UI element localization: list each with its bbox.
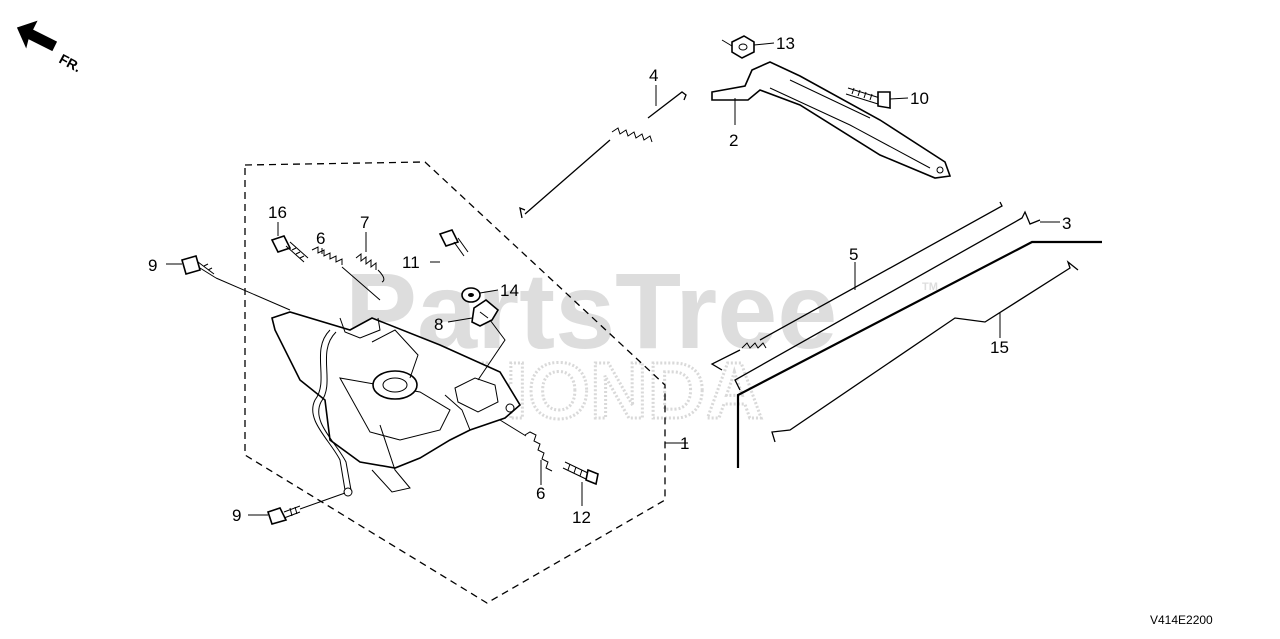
callout-6-upper: 6 — [316, 229, 325, 248]
leader-lines — [166, 42, 1060, 516]
callout-13: 13 — [776, 34, 795, 53]
callout-10: 10 — [910, 89, 929, 108]
direction-label: FR. — [57, 51, 84, 76]
callout-9-upper: 9 — [148, 256, 157, 275]
part-16-bolt — [270, 235, 309, 263]
callout-3: 3 — [1062, 214, 1071, 233]
watermark-maker-text: HONDA — [470, 346, 763, 435]
callout-15: 15 — [990, 338, 1009, 357]
callout-5: 5 — [849, 245, 858, 264]
part-7-spring — [355, 252, 385, 283]
watermark-trademark-text: TM — [922, 281, 938, 293]
callout-9-lower: 9 — [232, 506, 241, 525]
callout-1: 1 — [680, 434, 689, 453]
callout-4: 4 — [649, 66, 658, 85]
part-4-rod — [519, 91, 687, 219]
assembly-1-boundary — [244, 161, 666, 604]
part-8-clip — [471, 299, 506, 381]
part-9-bolt-upper — [181, 255, 291, 311]
callout-8: 8 — [434, 315, 443, 334]
callout-11: 11 — [402, 253, 420, 272]
part-15-rod — [771, 260, 1079, 443]
part-6-spring-lower — [499, 419, 553, 472]
callout-16: 16 — [268, 203, 287, 222]
part-14-washer — [461, 287, 481, 303]
part-12-bolt — [562, 461, 599, 486]
part-2-lever — [711, 61, 952, 179]
part-13-nut — [721, 35, 755, 59]
part-5-rod — [710, 201, 1003, 371]
part-6-spring-upper — [311, 246, 381, 301]
control-base-plate — [271, 311, 522, 497]
front-direction-arrow-icon: FR. — [16, 20, 84, 76]
callout-6-lower: 6 — [536, 484, 545, 503]
part-11-bolt — [438, 229, 469, 257]
callout-2: 2 — [729, 131, 738, 150]
part-10-bolt — [845, 87, 891, 109]
callout-7: 7 — [360, 213, 369, 232]
part-3-rod — [734, 210, 1041, 391]
part-9-bolt-lower — [266, 492, 346, 525]
callout-14: 14 — [500, 281, 519, 300]
callouts: 1 2 3 4 5 6 6 7 8 9 9 10 11 12 13 14 15 … — [148, 34, 1071, 527]
callout-12: 12 — [572, 508, 591, 527]
support-line — [736, 240, 1102, 468]
drawing-code: V414E2200 — [1150, 613, 1213, 627]
